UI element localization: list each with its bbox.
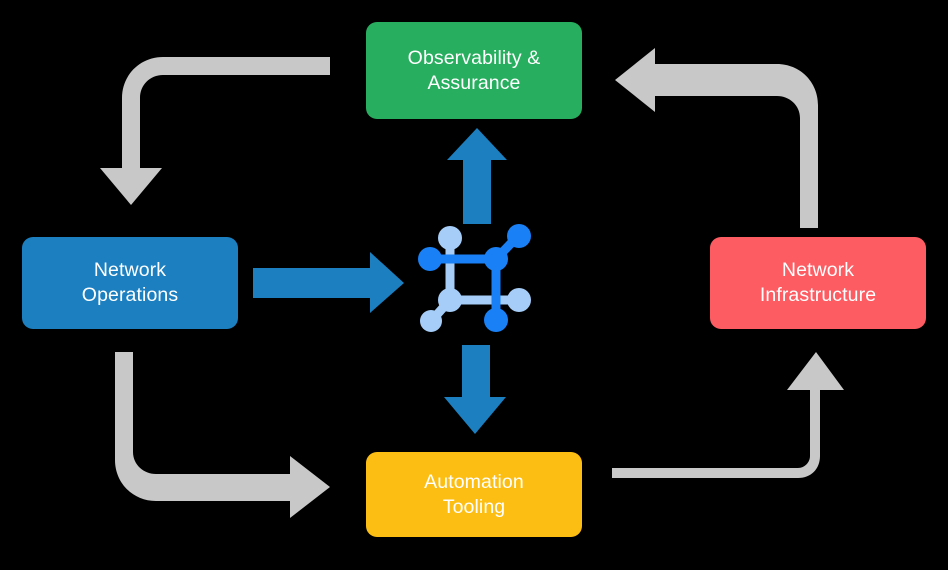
connector-infrastructure-to-observability — [615, 48, 818, 228]
connector-observability-to-ops — [100, 57, 330, 205]
node-observability-label: Observability & Assurance — [407, 46, 541, 94]
node-network-infrastructure[interactable]: Network Infrastructure — [710, 237, 926, 329]
connector-ops-to-center — [253, 252, 404, 313]
node-automation-tooling-label: Automation Tooling — [424, 470, 524, 518]
node-observability-assurance[interactable]: Observability & Assurance — [366, 22, 582, 119]
connector-center-to-automation — [444, 345, 506, 434]
connector-automation-to-infrastructure — [612, 352, 844, 478]
connector-ops-to-automation — [115, 352, 330, 518]
node-network-infrastructure-label: Network Infrastructure — [759, 259, 877, 306]
connector-center-to-observability — [447, 128, 507, 224]
node-network-operations[interactable]: Network Operations — [22, 237, 238, 329]
node-network-operations-label: Network Operations — [81, 259, 179, 306]
node-automation-tooling[interactable]: Automation Tooling — [366, 452, 582, 537]
network-topology-icon — [418, 224, 531, 332]
